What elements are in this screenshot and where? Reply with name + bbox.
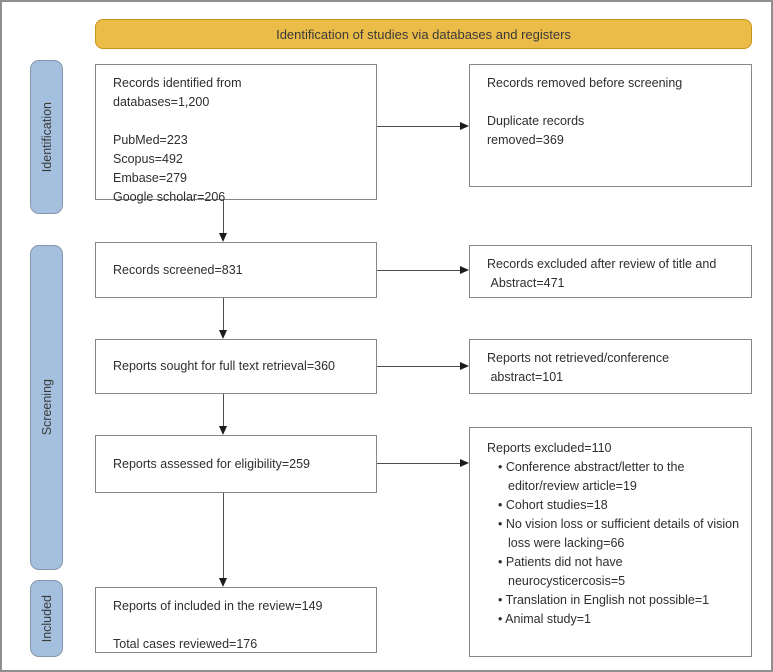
reports-not-retrieved-text: Reports not retrieved/conference abstrac… [487, 351, 670, 384]
reports-excluded-bullet: No vision loss or sufficient details of … [487, 515, 743, 553]
stage-tag-included: Included [30, 580, 63, 657]
stage-tag-identification: Identification [30, 60, 63, 214]
included-reports-text: Reports of included in the review=149 To… [113, 599, 323, 651]
reports-sought-text: Reports sought for full text retrieval=3… [113, 359, 335, 373]
arrow-right-screened-to-excluded [377, 266, 469, 274]
records-removed-text: Records removed before screening Duplica… [487, 76, 683, 147]
reports-assessed-text: Reports assessed for eligibility=259 [113, 456, 310, 471]
banner-databases-registers: Identification of studies via databases … [95, 19, 752, 49]
box-reports-excluded: Reports excluded=110 Conference abstract… [469, 427, 752, 657]
reports-excluded-bullet: Patients did not have neurocysticercosis… [487, 553, 743, 591]
banner-title: Identification of studies via databases … [276, 26, 571, 42]
box-reports-not-retrieved: Reports not retrieved/conference abstrac… [469, 339, 752, 394]
box-records-screened: Records screened=831 [95, 242, 377, 298]
arrow-down-sought-to-assessed [219, 394, 227, 435]
box-records-removed: Records removed before screening Duplica… [469, 64, 752, 187]
box-reports-sought: Reports sought for full text retrieval=3… [95, 339, 377, 394]
reports-excluded-title: Reports excluded=110 [487, 441, 612, 455]
stage-tag-screening: Screening [30, 245, 63, 570]
records-excluded-title-abstract-text: Records excluded after review of title a… [487, 257, 717, 290]
arrow-right-identified-to-removed [377, 122, 469, 130]
reports-excluded-bullet: Conference abstract/letter to the editor… [487, 458, 743, 496]
reports-excluded-bullet: Animal study=1 [487, 610, 743, 629]
records-identified-text: Records identified from databases=1,200 … [113, 76, 242, 204]
reports-excluded-bullet: Cohort studies=18 [487, 496, 743, 515]
arrow-right-sought-to-notretrieved [377, 362, 469, 370]
reports-excluded-bullet: Translation in English not possible=1 [487, 591, 743, 610]
box-records-identified: Records identified from databases=1,200 … [95, 64, 377, 204]
stage-label-included: Included [39, 594, 54, 643]
arrow-down-screened-to-sought [219, 298, 227, 339]
arrow-down-assessed-to-included [219, 493, 227, 587]
records-screened-text: Records screened=831 [113, 262, 243, 277]
stage-label-identification: Identification [39, 101, 54, 173]
box-reports-assessed: Reports assessed for eligibility=259 [95, 435, 377, 493]
arrow-right-assessed-to-excluded-reports [377, 459, 469, 467]
arrow-down-identified-to-screened [219, 200, 227, 242]
box-included-reports: Reports of included in the review=149 To… [95, 587, 377, 653]
box-records-excluded-title-abstract: Records excluded after review of title a… [469, 245, 752, 298]
stage-label-screening: Screening [39, 379, 54, 436]
